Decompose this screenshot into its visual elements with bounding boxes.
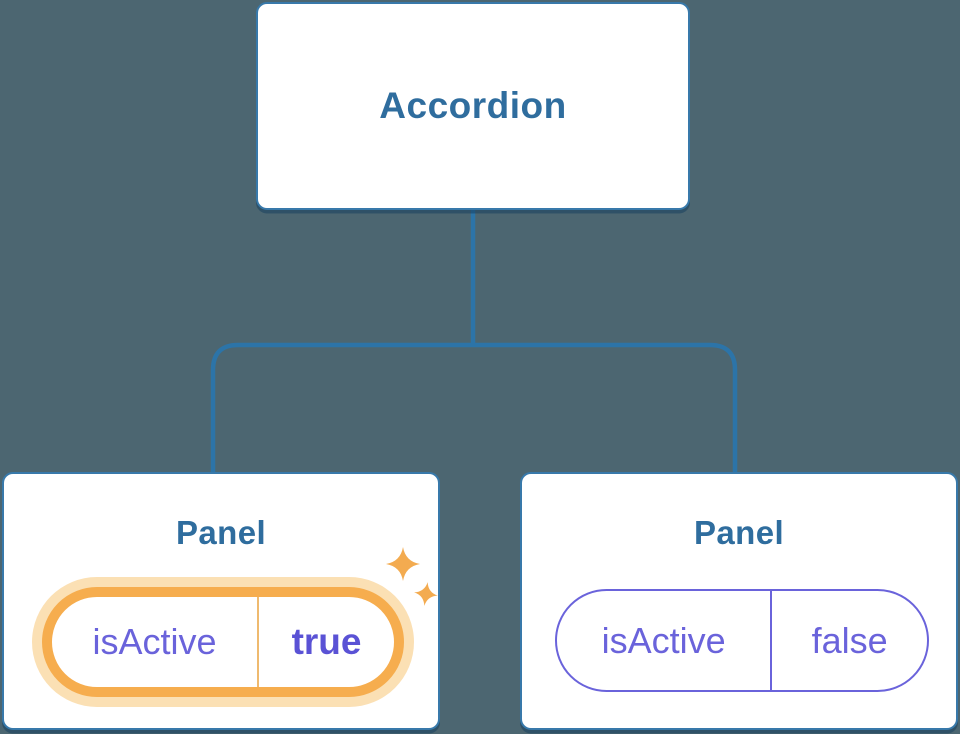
state-value-label: false: [811, 619, 888, 661]
panel-node-active: Panel isActive true: [2, 472, 440, 730]
state-pill-inactive: isActive false: [555, 589, 929, 692]
sparkles-icon: [386, 547, 438, 606]
connector-branch: [210, 342, 738, 472]
state-key-label: isActive: [601, 619, 726, 661]
state-key-label: isActive: [92, 621, 217, 662]
state-key-cell: isActive: [557, 591, 773, 690]
root-node-accordion: Accordion: [256, 2, 690, 210]
state-pill-active: isActive true: [42, 587, 404, 697]
state-key-cell: isActive: [52, 597, 260, 687]
panel-title: Panel: [693, 514, 785, 551]
panel-node-inactive: Panel isActive false: [520, 472, 958, 730]
state-value-label: true: [291, 621, 362, 662]
root-node-label: Accordion: [379, 85, 567, 126]
state-value-cell: true: [259, 597, 394, 687]
panel-title: Panel: [175, 514, 267, 551]
state-value-cell: false: [772, 591, 927, 690]
